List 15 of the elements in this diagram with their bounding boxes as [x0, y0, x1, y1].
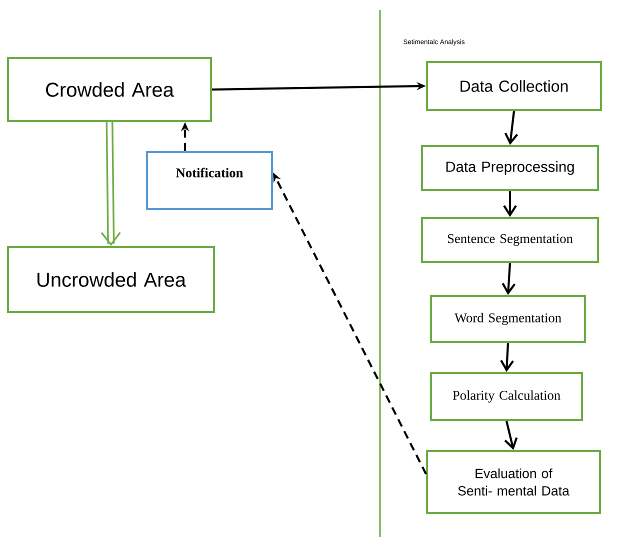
- process-box: Evaluation of Senti- mental Data: [426, 450, 601, 514]
- notification-box: Notification: [146, 151, 273, 210]
- process-box: Data Preprocessing: [421, 145, 599, 191]
- process-box: Word Segmentation: [430, 295, 586, 343]
- arrow: [502, 262, 516, 296]
- process-box: Sentence Segmentation: [421, 217, 599, 263]
- arrow: [500, 342, 514, 372]
- arrow: [503, 191, 517, 217]
- arrow: [100, 122, 121, 246]
- process-box: Polarity Calculation: [430, 372, 583, 421]
- arrow: [504, 110, 518, 146]
- arrow: [504, 420, 518, 450]
- process-box: Uncrowded Area: [7, 246, 215, 313]
- process-box: Data Collection: [426, 61, 602, 111]
- process-box: Crowded Area: [7, 57, 212, 122]
